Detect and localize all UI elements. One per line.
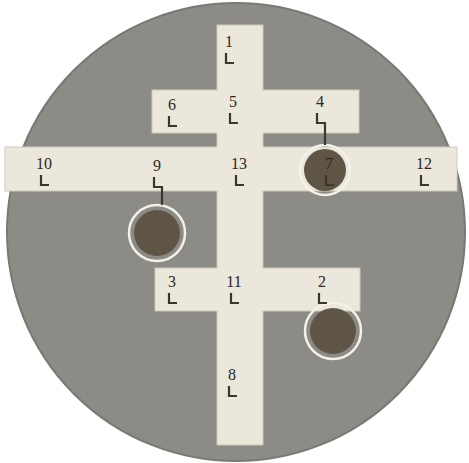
- callout-number: 1: [225, 33, 233, 50]
- hook-symbol: [41, 53, 429, 396]
- grey-disc: [7, 3, 465, 461]
- callout-number: 12: [416, 155, 432, 172]
- callout-number: 6: [168, 96, 176, 113]
- callout-number: 7: [325, 155, 333, 172]
- callout-number: 13: [231, 155, 247, 172]
- callout-number: 11: [226, 273, 241, 290]
- double-cross: [5, 25, 457, 445]
- callout-number: 5: [229, 93, 237, 110]
- callout-number: 10: [36, 155, 52, 172]
- ball-in-ring: [129, 145, 361, 359]
- callout-number: 4: [316, 93, 324, 110]
- callout-number: 3: [168, 273, 176, 290]
- callout-number: 8: [228, 366, 236, 383]
- callout-number: 2: [318, 273, 326, 290]
- callout-number: 9: [153, 157, 161, 174]
